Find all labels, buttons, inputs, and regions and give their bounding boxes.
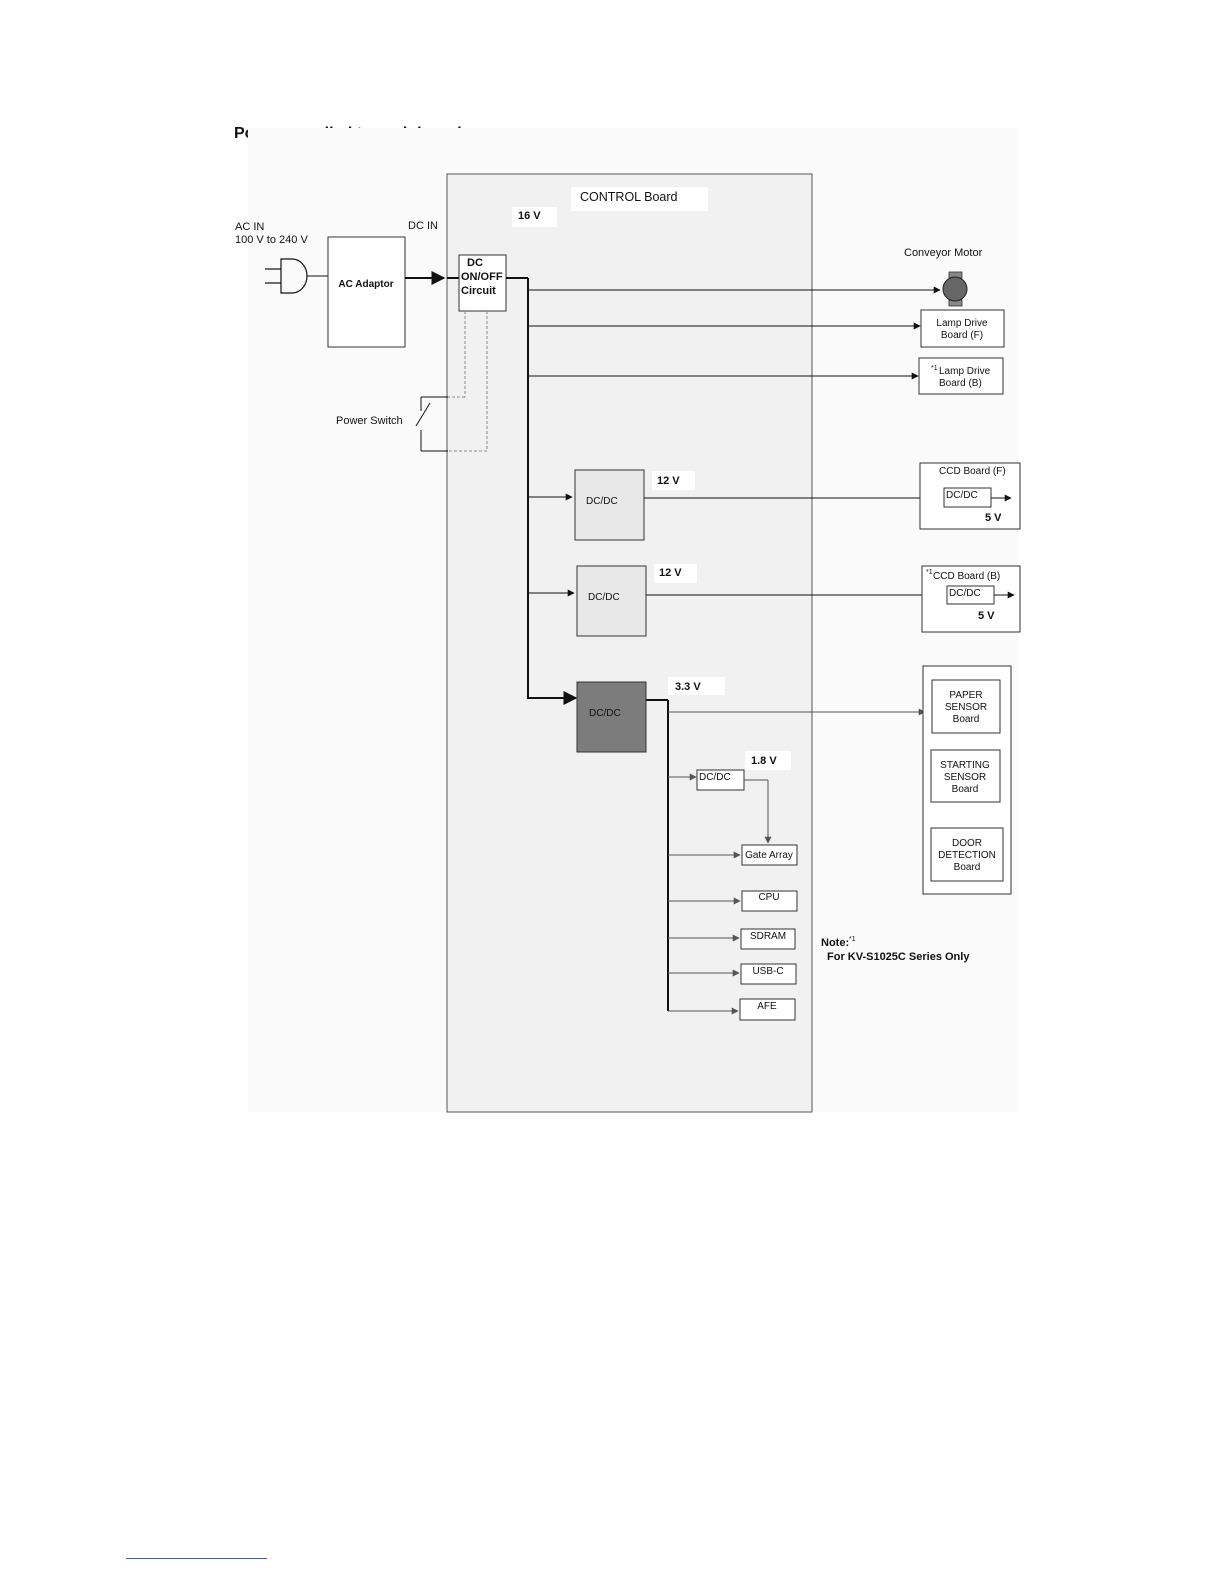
cpu-label: CPU — [758, 892, 779, 903]
power-switch-symbol — [415, 396, 448, 452]
afe-label: AFE — [757, 1001, 777, 1012]
paper-sensor-line2: SENSOR — [945, 702, 987, 713]
paper-sensor-line1: PAPER — [949, 690, 982, 701]
power-switch-label: Power Switch — [336, 415, 403, 427]
motor-icon — [942, 271, 968, 307]
afe-box — [739, 998, 796, 1021]
voltage-12v-1-bg — [652, 471, 695, 490]
door-detection-line2: DETECTION — [938, 850, 996, 861]
starting-sensor-board — [930, 749, 1001, 803]
voltage-12v-1-label: 12 V — [657, 475, 680, 487]
door-detection-line3: Board — [954, 862, 981, 873]
dc-onoff-line2: ON/OFF — [461, 271, 503, 283]
ccd-b-title: CCD Board (B) — [933, 571, 1000, 582]
gate-array-box — [741, 844, 798, 866]
conveyor-motor-label: Conveyor Motor — [904, 247, 983, 259]
starting-sensor-line2: SENSOR — [944, 772, 986, 783]
voltage-12v-2-label: 12 V — [659, 567, 682, 579]
door-detection-board — [930, 827, 1004, 882]
dc-in-label: DC IN — [408, 220, 438, 232]
voltage-1v8-bg — [745, 751, 791, 770]
control-board-label: CONTROL Board — [580, 190, 678, 204]
voltage-16v-label: 16 V — [518, 210, 541, 222]
ccd-b-note-mark: *1 — [926, 569, 933, 576]
ccd-b-dcdc-label: DC/DC — [949, 588, 981, 599]
starting-sensor-line1: STARTING — [940, 760, 990, 771]
ac-in-label: AC IN — [235, 221, 264, 233]
paper-sensor-board — [931, 679, 1001, 734]
footer-link-rule — [126, 1558, 267, 1559]
dc-onoff-line1: DC — [467, 257, 483, 269]
dcdc3-label: DC/DC — [589, 708, 621, 719]
lamp-drive-b-line2: Board (B) — [939, 378, 982, 389]
control-board — [446, 173, 813, 1113]
lamp-drive-b-line1: Lamp Drive — [939, 366, 991, 377]
ac-adaptor-label: AC Adaptor — [338, 279, 393, 290]
voltage-3v3-label: 3.3 V — [675, 681, 701, 693]
dcdc4-to-gate-array — [744, 779, 772, 844]
dcdc2-label: DC/DC — [588, 592, 620, 603]
ac-adaptor-box — [327, 236, 406, 348]
ac-plug-icon — [265, 258, 308, 294]
voltage-1v8-label: 1.8 V — [751, 755, 777, 767]
lamp-drive-b-note-mark: *1 — [931, 365, 938, 372]
ccd-b-5v-label: 5 V — [978, 610, 995, 622]
ccd-f-title: CCD Board (F) — [939, 466, 1006, 477]
ac-in-voltage-label: 100 V to 240 V — [235, 234, 308, 246]
main-power-bus — [506, 277, 529, 699]
note-label: Note: — [821, 937, 849, 949]
door-detection-line1: DOOR — [952, 838, 982, 849]
lamp-drive-f-line2: Board (F) — [941, 330, 983, 341]
dcdc4-label: DC/DC — [699, 772, 731, 783]
voltage-12v-2-bg — [654, 564, 697, 583]
control-board-label-bg — [571, 187, 708, 211]
sdram-label: SDRAM — [750, 931, 786, 942]
dcdc1-label: DC/DC — [586, 496, 618, 507]
paper-sensor-line3: Board — [953, 714, 980, 725]
lamp-drive-board-f — [920, 309, 1005, 348]
dcdc-converter-2 — [576, 565, 647, 637]
voltage-16v-bg — [512, 207, 557, 227]
cpu-box — [741, 890, 798, 912]
dcdc-converter-1 — [574, 469, 645, 541]
note-mark: *1 — [849, 936, 856, 943]
dc-onoff-circuit-box — [458, 254, 507, 312]
ccd-f-5v-label: 5 V — [985, 512, 1002, 524]
starting-sensor-line3: Board — [952, 784, 979, 795]
dc-onoff-line3: Circuit — [461, 285, 496, 297]
voltage-3v3-bg — [668, 677, 725, 695]
gate-array-label: Gate Array — [745, 850, 793, 861]
usbc-label: USB-C — [752, 966, 783, 977]
lamp-drive-f-line1: Lamp Drive — [936, 318, 988, 329]
usbc-box — [740, 963, 797, 985]
lamp-drive-board-b — [918, 357, 1004, 395]
note-text: For KV-S1025C Series Only — [827, 951, 970, 963]
sdram-box — [740, 928, 796, 950]
power-switch-wiring — [448, 311, 488, 452]
dcdc-converter-3 — [576, 681, 647, 753]
ccd-f-dcdc-label: DC/DC — [946, 490, 978, 501]
